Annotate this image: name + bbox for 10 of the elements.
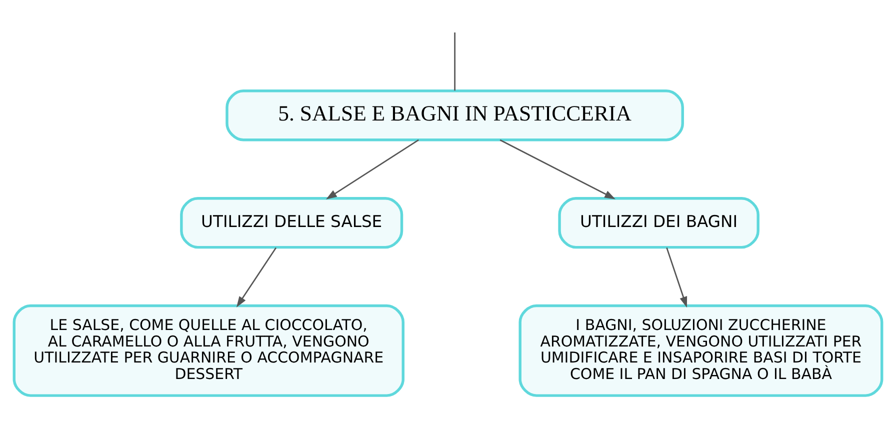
node-box: I BAGNI, SOLUZIONI ZUCCHERINE AROMATIZZATE, VENGONO UTILIZZATI PER UMIDIFICARE E INSAPORIRE BASI DI TORTE COME IL PAN DI SPAGNA O IL BABÀ [518,304,884,396]
node-box: 5. SALSE E BAGNI IN PASTICCERIA [226,89,684,141]
node-box: UTILIZZI DELLE SALSE [180,196,404,248]
arrow [236,246,277,307]
node-box: LE SALSE, COME QUELLE AL CIOCCOLATO, AL CARAMELLO O ALLA FRUTTA, VENGONO UTILIZZATE PER GUARNIRE O ACCOMPAGNARE DESSERT [12,304,404,396]
node-box: UTILIZZI DEI BAGNI [558,196,760,248]
arrow [666,247,688,308]
connector [454,32,456,90]
arrow [326,138,419,199]
arrow [500,138,616,199]
